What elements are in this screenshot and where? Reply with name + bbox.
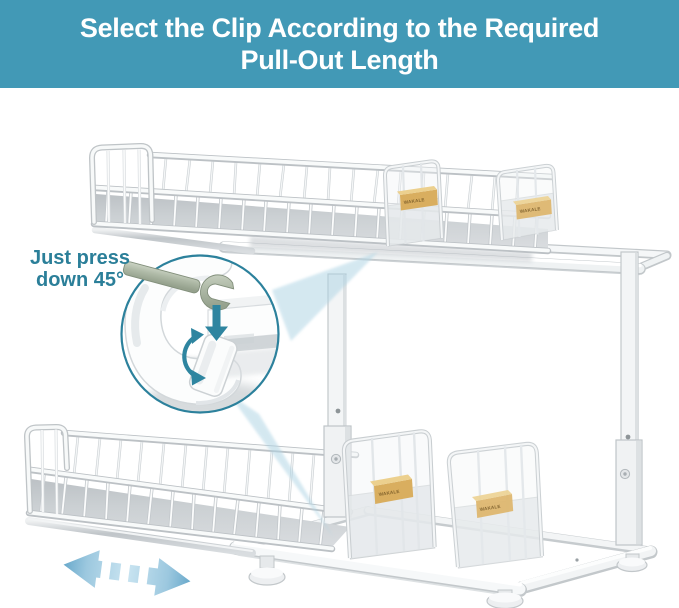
bottom-slide-rail [25,517,256,557]
foot [616,553,648,573]
clip-tag: WAKALE [397,186,438,211]
clip-tag: WAKALE [370,474,414,504]
basket-end-panel [24,424,70,515]
adjust-hole [335,408,341,414]
beam-to-top-clip [272,252,378,341]
right-post [615,251,643,546]
inset-ring [120,254,280,414]
press-down-arrow [205,305,228,341]
annotation-line2: down 45° [35,268,124,291]
foot [248,555,286,586]
basket-shadow [250,236,532,262]
clip-tag-label: WAKALE [519,206,541,214]
slide-direction-arrow [63,550,191,596]
rail-hole [575,558,579,562]
top-basket [88,142,556,255]
adjust-hole [625,434,631,440]
inset-tray-edge [207,293,279,379]
clip-tag: WAKALE [513,196,552,220]
bottom-clip-2: WAKALE [446,441,545,569]
basket-floor [29,479,350,547]
clip-tag-label: WAKALE [403,197,425,205]
zoom-inset [120,254,280,414]
top-slide-rail [91,226,256,255]
rotate-45-arrow [182,328,206,386]
bottom-clip-1: WAKALE [341,429,437,560]
clip-tag-label: WAKALE [378,489,400,497]
callout-beams [228,252,378,538]
banner-title-line2: Pull-Out Length [240,45,439,75]
foot [486,589,524,608]
bottom-basket [24,424,360,553]
inset-clip-tab [188,333,238,397]
press-down-annotation: Just press down 45° [12,247,148,291]
annotation-line1: Just press [29,247,131,269]
basket-end-panel [88,142,155,225]
clip-tag-label: WAKALE [479,504,501,512]
top-clip-2: WAKALE [495,163,559,241]
title-banner: Select the Clip According to the Require… [0,0,679,88]
beam-to-bottom-clip [228,393,334,538]
clip-tag: WAKALE [472,490,514,518]
wrench-icon [122,261,235,311]
banner-title-line1: Select the Clip According to the Require… [79,13,600,43]
top-clip-1: WAKALE [382,159,444,247]
